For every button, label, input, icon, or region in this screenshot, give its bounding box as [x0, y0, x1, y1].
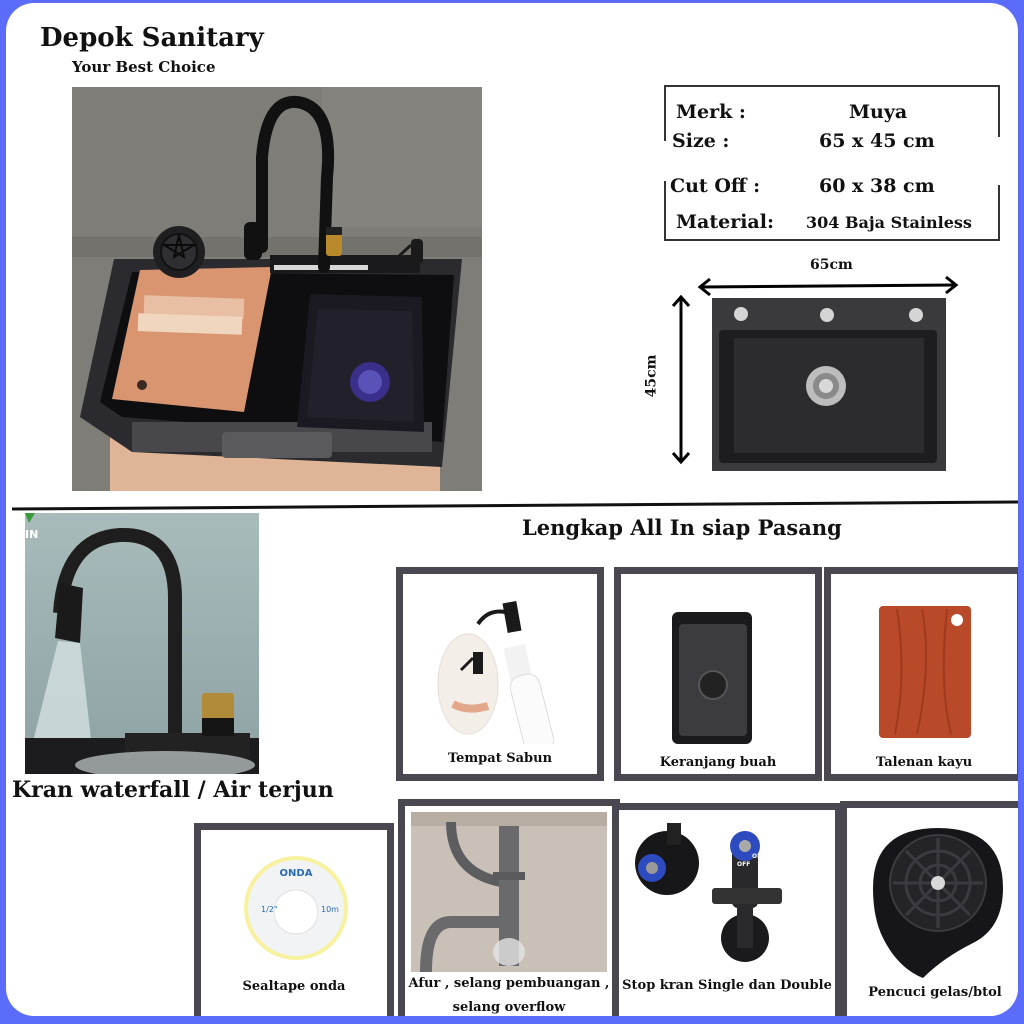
item-label-drain: Afur , selang pembuangan , selang overfl…: [408, 976, 610, 1015]
item-label-stop-valve: Stop kran Single dan Double: [622, 978, 832, 993]
brand-tagline: Your Best Choice: [72, 58, 216, 76]
sealtape-length: 10m: [321, 905, 339, 914]
width-dimension-label: 65cm: [810, 257, 853, 273]
cutting-board-icon: [879, 606, 971, 738]
brand-name: Depok Sanitary: [40, 23, 264, 53]
soap-dispenser-icon: [437, 601, 555, 744]
item-tile-stop-valve: OFF ON Stop kran Single dan Double: [612, 803, 842, 1016]
faucet-caption: Kran waterfall / Air terjun: [12, 777, 334, 803]
sink-dimension-diagram: [671, 275, 959, 471]
spec-border-right-top: [998, 85, 1000, 137]
product-card: Depok Sanitary Your Best Choice: [6, 3, 1018, 1016]
spec-border-right-bottom: [998, 185, 1000, 241]
spec-label-size: Size :: [672, 130, 730, 152]
sealtape-width: 1/2": [261, 905, 278, 914]
spec-border-bottom: [664, 239, 1000, 241]
item-tile-basket: Keranjang buah: [614, 567, 822, 781]
item-label-cutting-board: Talenan kayu: [875, 755, 973, 770]
fruit-basket-icon: [672, 612, 752, 744]
item-tile-cutting-board: Talenan kayu: [824, 567, 1018, 781]
waterfall-faucet-photo: IN: [25, 513, 259, 774]
faucet-logo: IN: [25, 528, 38, 541]
sealtape-brand: ONDA: [280, 868, 313, 879]
width-arrow-icon: [697, 275, 959, 297]
item-label-soap-dispenser: Tempat Sabun: [447, 751, 553, 766]
spec-table: Merk : Muya Size : 65 x 45 cm Cut Off : …: [664, 85, 1000, 241]
spec-border-top: [664, 85, 1000, 87]
item-tile-glass-washer: Pencuci gelas/btol: [840, 801, 1018, 1016]
sink-product-photo: [72, 87, 482, 491]
spec-value-material: 304 Baja Stainless: [806, 213, 972, 232]
sink-photo-illustration: [72, 87, 482, 491]
item-tile-drain: Afur , selang pembuangan , selang overfl…: [398, 799, 620, 1016]
glass-washer-icon: [873, 828, 1003, 978]
item-tile-sealtape: ONDA 1/2" 10m Sealtape onda: [194, 823, 394, 1016]
faucet-illustration: IN: [25, 513, 259, 774]
stop-valve-icon: OFF ON: [635, 823, 782, 962]
spec-label-material: Material:: [676, 211, 774, 233]
height-arrow-icon: [671, 294, 691, 465]
package-title: Lengkap All In siap Pasang: [522, 515, 842, 540]
spec-border-left-top: [664, 85, 666, 141]
valve-off-text: OFF: [737, 861, 750, 868]
sink-topview-icon: [712, 298, 946, 471]
spec-label-cutoff: Cut Off :: [670, 175, 761, 197]
valve-on-text: ON: [752, 853, 762, 860]
section-divider: [12, 500, 1018, 511]
spec-border-left-bottom: [664, 181, 666, 241]
item-tile-soap-dispenser: Tempat Sabun: [396, 567, 604, 781]
spec-value-size: 65 x 45 cm: [819, 130, 935, 152]
item-label-basket: Keranjang buah: [659, 755, 777, 770]
item-label-sealtape: Sealtape onda: [242, 979, 346, 994]
sealtape-roll-icon: ONDA 1/2" 10m: [244, 856, 348, 960]
drain-pipe-icon: [411, 812, 607, 972]
item-label-glass-washer: Pencuci gelas/btol: [868, 985, 1002, 1000]
spec-value-merk: Muya: [849, 101, 908, 123]
spec-label-merk: Merk :: [676, 101, 746, 123]
spec-value-cutoff: 60 x 38 cm: [819, 175, 935, 197]
